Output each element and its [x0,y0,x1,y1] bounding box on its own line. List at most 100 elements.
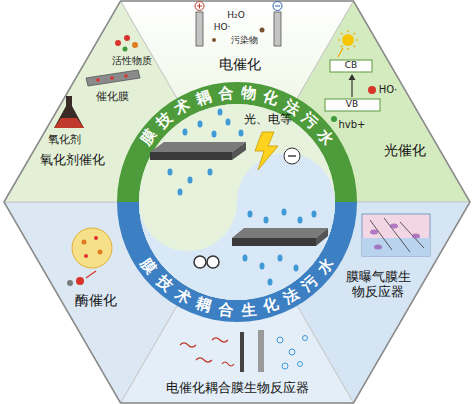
product [67,280,73,286]
water-drop [248,211,253,218]
pollutant-dot [260,28,265,33]
cell [374,245,382,250]
ring-char: 膜 [137,126,161,150]
segment-title: 酶催化 [72,290,120,310]
bubble [289,349,295,355]
illustration-label: VB [346,100,358,110]
segment-title-text: 氧化剂催化 [40,153,105,168]
inner-green [139,104,335,300]
illustration-label: CB [345,61,357,71]
water-drop [312,211,317,218]
ring-char: 合 [216,301,235,320]
flask-body [54,106,84,128]
ring-char: 术 [171,96,194,119]
active-species [123,47,128,52]
segment-title: 光催化 [381,140,429,160]
inner-blue [139,153,335,300]
membrane-front [150,152,232,160]
minus-terminal [273,2,282,11]
membrane-site [124,74,128,78]
water-drop [226,119,231,126]
membrane-side [232,142,246,160]
aeration-icon [207,256,219,268]
ring-char: 生 [239,301,258,320]
ring-half-bio: 膜技术耦合生化法污水 [117,202,357,322]
diffusion-lines [370,218,424,252]
illustration-label: H₂O [227,11,244,21]
membrane-site [96,78,100,82]
membrane-front [232,238,316,246]
water-drop [218,109,223,116]
catalytic-membrane [86,70,140,86]
lightning [255,132,278,170]
water-drop [198,121,203,128]
ring-char: 污 [298,271,322,295]
ring-char: 耦 [193,88,214,109]
hexagon-outline [4,1,470,403]
ring-char: 水 [313,254,337,278]
membrane-site [110,76,114,80]
ring-char: 污 [298,109,322,133]
ring-char: 法 [280,285,303,308]
ring-char: 水 [313,126,337,150]
water-drop [268,279,273,286]
excitation-arrow [351,80,352,97]
enzyme-dot [84,254,88,258]
ring-char: 膜 [137,254,161,278]
illustration-label: hvb+ [339,119,366,130]
aeration-icon [194,256,206,268]
minus-electrode [284,148,300,164]
anode [196,12,203,46]
water-drop [208,169,213,176]
enzyme [72,228,112,268]
excitation-arrowhead [349,74,356,80]
ring-half-physchem: 膜技术耦合物化法污水光、电等 [117,82,357,202]
segment-title: 电催化 [216,54,264,74]
cathode [274,12,281,46]
valence-band [325,99,380,111]
ring-char: 合 [216,84,235,103]
water-drop [278,255,283,262]
water-drop [243,255,248,262]
hole-dot [331,116,337,122]
segment-title: 电催化耦合膜生物反应器 [163,379,312,398]
membrane-top [232,228,328,238]
plus-terminal [195,2,204,11]
enzyme-dot [82,240,87,245]
water-drop [260,263,265,270]
ring-char: 耦 [193,295,214,316]
ring-char: 技 [152,271,176,295]
bubble [282,363,288,369]
water-drop [188,177,193,184]
electrode [240,332,244,372]
cell [370,230,378,235]
flask-neck [66,96,72,106]
active-species [115,40,121,46]
membrane [258,330,264,372]
segment-title-text: 酶催化 [75,292,117,308]
radical-dot [368,86,376,94]
segment-title-text: 电催化耦合膜生物反应器 [166,381,309,396]
sun-rays [338,30,358,50]
water-drop [183,129,188,136]
light-ray [338,48,343,57]
water-drop [264,217,269,224]
illustration-label: 污染物 [231,36,258,46]
plus-sign [197,4,202,9]
illustration-label: HO· [214,23,231,33]
segment-title-text: 电催化 [219,56,261,72]
sun [342,34,354,46]
minus-sign [288,155,296,156]
bubble [298,362,303,367]
water-drop [168,169,173,176]
illustration-label: 活性物质 [112,55,152,66]
water-drop [298,217,303,224]
enzyme-dot [98,250,103,255]
ring-char: 化 [260,88,281,109]
flask-liquid [54,118,84,128]
enzyme-dot [94,236,98,240]
segment-title: 膜曝气膜生物反应器 [342,268,415,302]
water-drop [212,131,217,138]
enzyme-arrow [86,271,96,278]
